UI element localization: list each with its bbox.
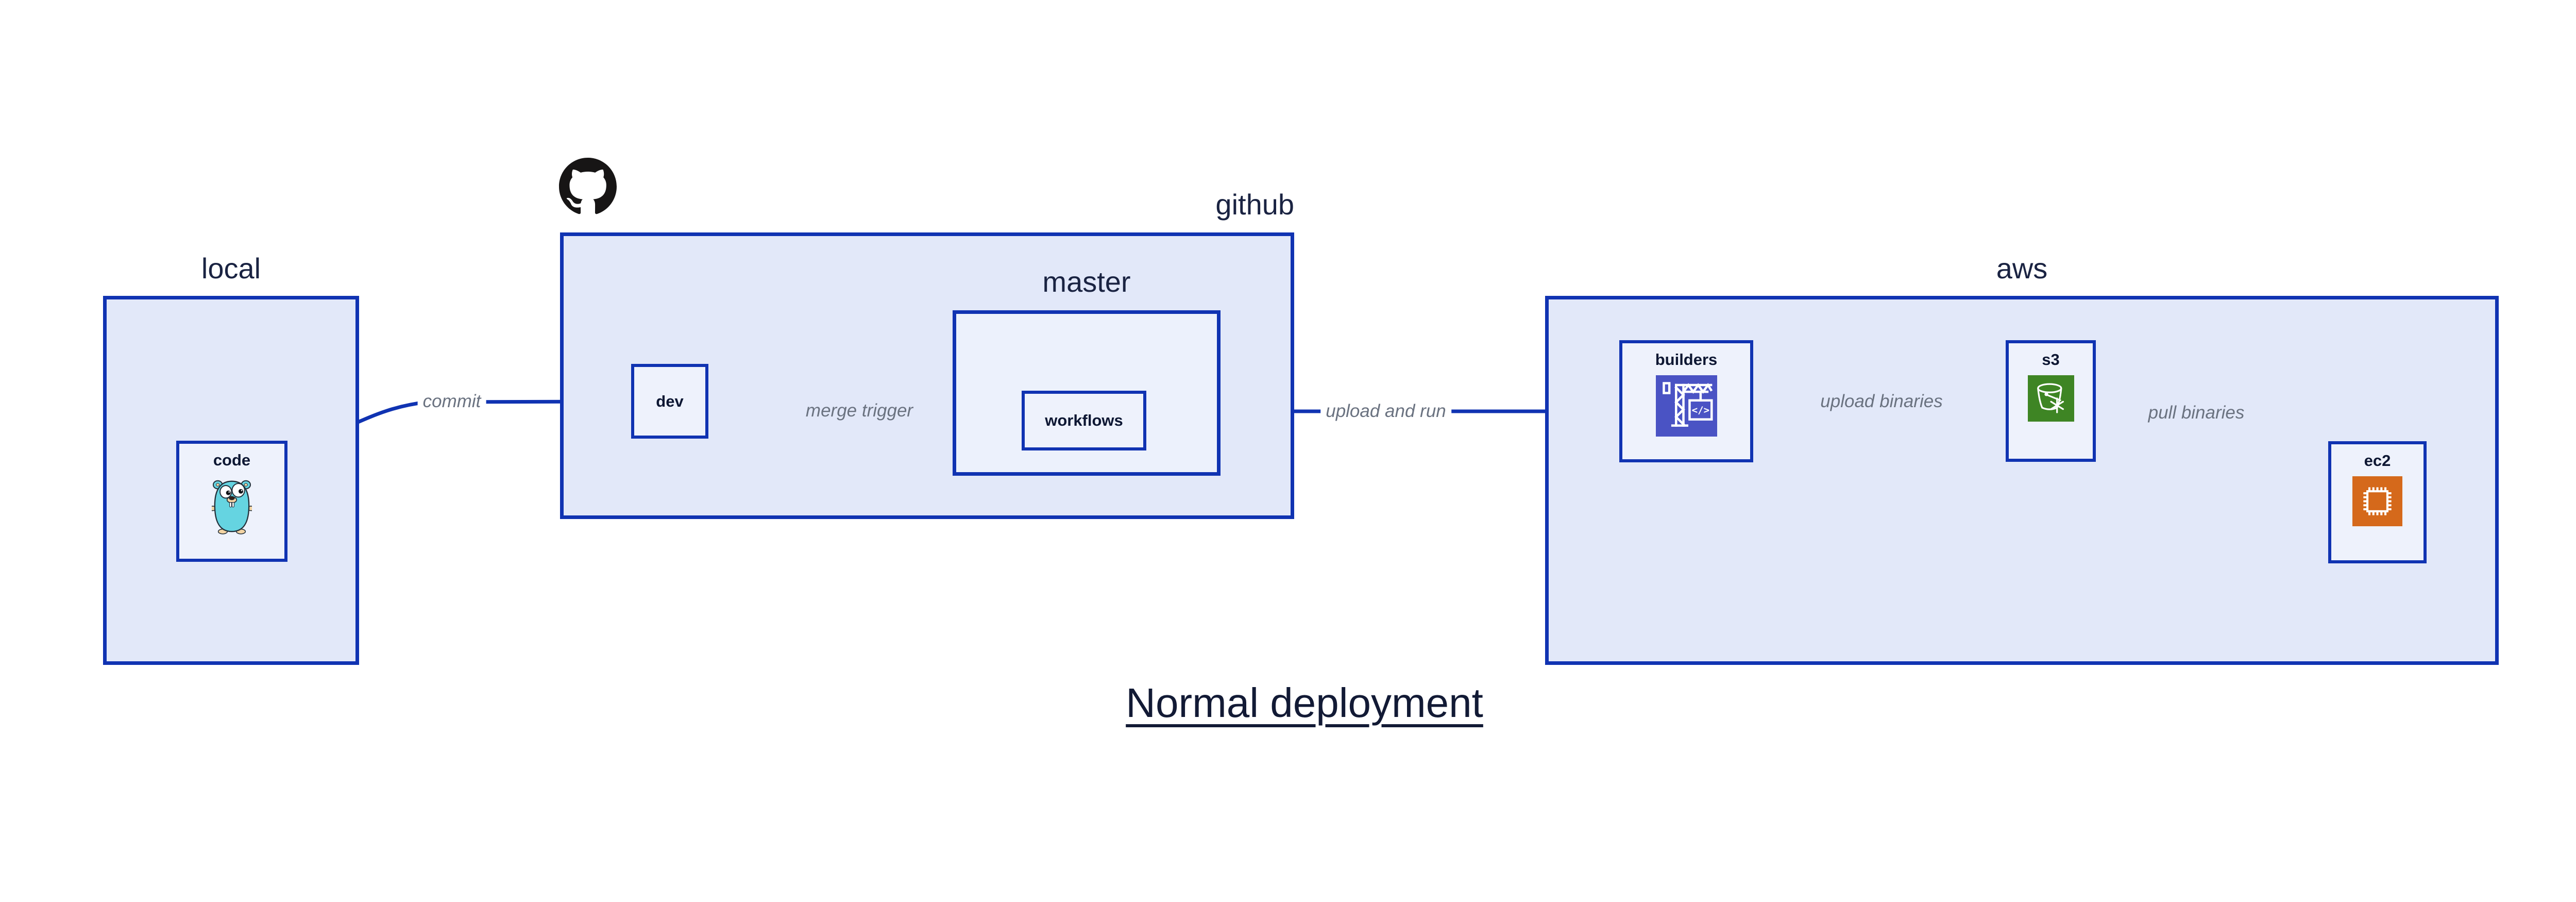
github-container-label: github <box>1215 188 1294 221</box>
node-ec2: ec2 <box>2328 441 2427 563</box>
diagram-title: Normal deployment <box>1126 680 1483 726</box>
dev-node-label: dev <box>656 392 684 410</box>
node-builders: builders </> <box>1619 340 1753 462</box>
node-s3: s3 <box>2006 340 2096 462</box>
s3-glacier-bucket-icon <box>2027 375 2074 422</box>
builders-node-label: builders <box>1655 350 1718 369</box>
edge-label-pull-binaries: pull binaries <box>2143 402 2250 424</box>
local-container-label: local <box>201 252 261 285</box>
edge-label-merge-trigger: merge trigger <box>800 399 919 422</box>
edge-label-commit: commit <box>417 390 486 413</box>
edge-label-upload-binaries: upload binaries <box>1815 390 1948 413</box>
code-node-label: code <box>213 451 251 469</box>
go-gopher-icon <box>212 480 252 534</box>
edge-label-upload-and-run: upload and run <box>1320 400 1451 423</box>
codebuild-crane-icon: </> <box>1655 375 1717 437</box>
workflows-node-label: workflows <box>1045 411 1123 429</box>
master-container-label: master <box>1042 265 1131 298</box>
s3-node-label: s3 <box>2042 350 2060 369</box>
aws-container-label: aws <box>1996 252 2048 285</box>
ec2-node-label: ec2 <box>2364 452 2391 470</box>
ec2-chip-icon <box>2352 476 2402 526</box>
svg-text:</>: </> <box>1691 405 1709 416</box>
node-code: code <box>176 441 287 562</box>
github-octocat-icon <box>559 158 617 214</box>
node-dev: dev <box>631 364 708 439</box>
node-workflows: workflows <box>1022 391 1146 450</box>
